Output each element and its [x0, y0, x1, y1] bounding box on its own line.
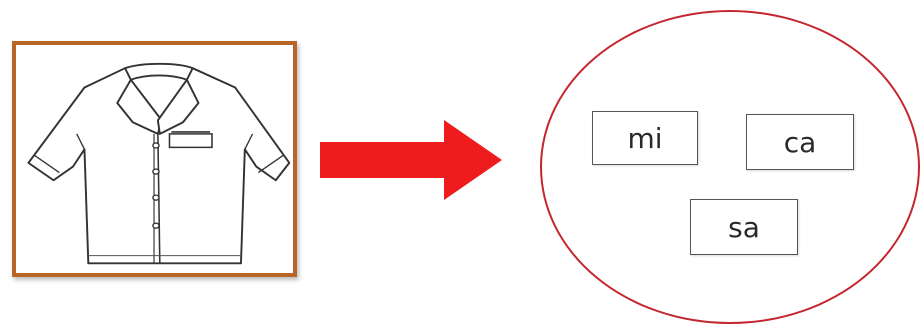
shirt-icon — [27, 62, 291, 265]
shirt-picture-frame — [12, 41, 297, 277]
arrow-right-icon — [320, 120, 502, 200]
syllable-bubble — [540, 10, 920, 324]
syllable-text: ca — [783, 125, 817, 159]
syllable-card[interactable]: ca — [746, 114, 854, 170]
syllable-text: sa — [728, 210, 760, 244]
syllable-text: mi — [627, 121, 663, 155]
syllable-card[interactable]: mi — [592, 111, 698, 165]
syllable-card[interactable]: sa — [690, 199, 798, 255]
